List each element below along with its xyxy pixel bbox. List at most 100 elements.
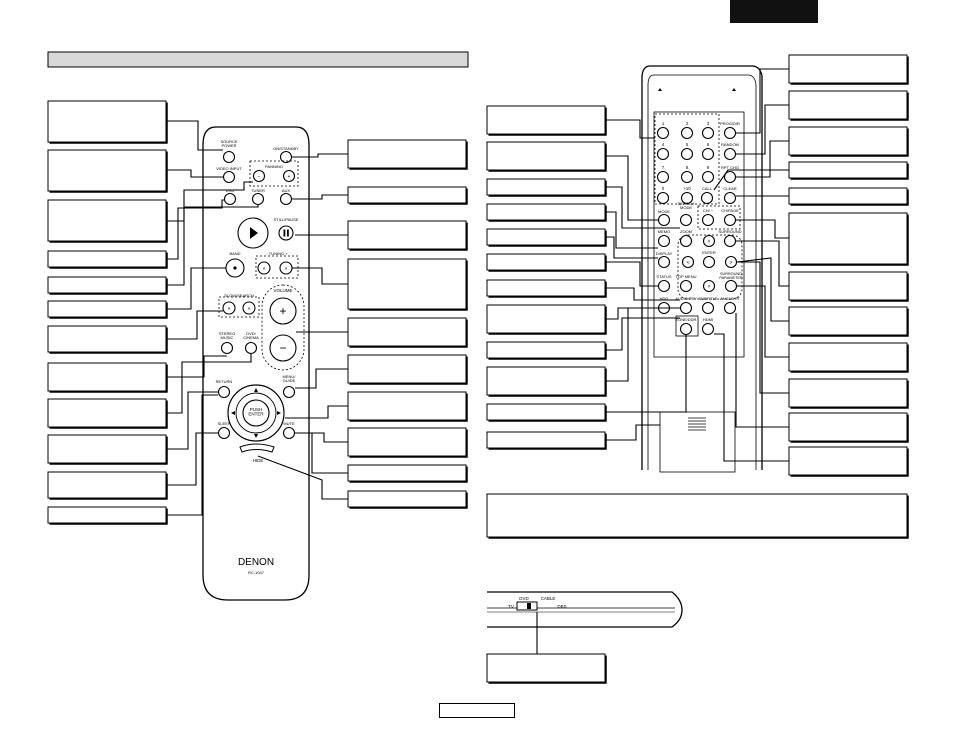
memo-button[interactable] [657,234,671,248]
surround-param-button[interactable] [724,279,738,293]
search-back-button[interactable] [222,301,236,315]
clear-button[interactable] [723,191,737,205]
stereo-music-button[interactable] [220,341,234,355]
subtitle-button[interactable] [701,301,715,315]
leader-line-33 [605,424,660,441]
zone-ddr-button[interactable] [679,322,693,336]
digit-button-8-label: 9 [707,165,710,170]
video-input-button[interactable] [222,170,236,184]
cursor-up-button-label: ˄ [708,239,711,245]
digit-button-4[interactable] [680,147,694,161]
hide-button[interactable] [239,443,275,453]
status-button[interactable] [657,279,671,293]
leader-line-45 [714,333,789,462]
cursor-down-icon [254,434,258,438]
callout-box-13 [347,186,467,204]
digit-button-10-label: +10 [683,186,691,191]
band-dot [233,266,237,270]
random-button[interactable] [723,147,737,161]
tuning-up-button-label: » [285,266,288,272]
hdmi-button[interactable] [701,322,715,336]
dvd-cinema-button-label: CINEMA [243,335,259,340]
search-mode-button[interactable] [679,213,693,227]
digit-button-7[interactable] [680,170,694,184]
stereo-music-button-label: STEREO [219,331,235,336]
still-pause-button[interactable] [278,225,294,241]
brand-logo: DENON [238,557,274,568]
dvd-button[interactable] [223,192,237,206]
dvd-cinema-button[interactable] [244,341,258,355]
angle-rt-button[interactable] [723,301,737,315]
leader-line-9 [166,391,218,450]
digit-button-0[interactable] [656,126,670,140]
digit-button-2[interactable] [701,126,715,140]
leader-line-43 [736,261,789,394]
push-enter-button[interactable] [242,399,270,427]
aux-button[interactable] [279,192,293,206]
volume-box [261,284,305,371]
display-button[interactable] [657,255,671,269]
on-standby-button[interactable] [279,150,293,164]
leader-line-13 [292,194,348,200]
cursor-down-button[interactable] [702,279,716,293]
cursor-left-button[interactable] [681,255,695,269]
source-power-button[interactable] [222,150,236,164]
digit-button-10[interactable] [680,191,694,205]
digit-button-7-label: 8 [686,165,689,170]
digit-button-5[interactable] [701,147,715,161]
volume-up-button[interactable] [269,297,297,325]
model-number: RC-1047 [248,570,265,575]
sleep-button[interactable] [217,426,231,440]
digit-button-3[interactable] [656,147,670,161]
switch-dbs-label: DBS [557,604,566,609]
tuning-down-button[interactable] [257,261,271,275]
volume-down-button[interactable] [269,334,297,362]
dvd-cinema-button-label: DVD/ [246,331,256,336]
tuner-button[interactable] [251,192,265,206]
volume-up-button-label: + [279,304,286,318]
ch-plus-button-label: CH/PAGE [721,208,739,213]
callout-box-12 [347,139,467,169]
search-forward-button[interactable] [242,301,256,315]
callout-box-22 [486,105,606,135]
leader-line-42 [737,285,789,358]
panning-label: PANNING [265,164,283,169]
panning-right-button[interactable] [282,169,296,183]
menu-guide-button[interactable] [282,385,296,399]
ch-minus-button[interactable] [701,213,715,227]
top-menu-button[interactable] [679,279,693,293]
channel-box [697,205,741,230]
mode-button[interactable] [657,213,671,227]
leader-line-8 [166,354,252,414]
callout-box-33 [486,431,606,449]
leader-line-10 [166,432,218,486]
panning-left-button[interactable] [252,169,266,183]
prog-dir-button[interactable] [723,126,737,140]
ch-plus-button[interactable] [723,213,737,227]
digit-button-9[interactable] [656,191,670,205]
cursor-left-icon [231,411,235,415]
leader-line-1 [166,169,223,178]
enter-button[interactable] [702,255,716,269]
call-button[interactable] [700,191,714,205]
surround-button[interactable] [723,234,737,248]
mute-button[interactable] [282,426,296,440]
digit-button-6[interactable] [656,170,670,184]
leader-line-19 [295,432,348,443]
digit-button-5-label: 6 [707,142,710,147]
return-button[interactable] [217,385,231,399]
cursor-up-button[interactable] [702,234,716,248]
pause-icon [283,229,286,237]
switch-dvd-label: DVD [519,596,529,601]
video-input-button-label: VIDEO INPUT [216,166,242,171]
callout-box-23 [486,141,606,171]
digit-button-1[interactable] [680,126,694,140]
audio-pty-button[interactable] [679,301,693,315]
rpt-chg-button[interactable] [723,170,737,184]
digit-button-9-label: 0 [662,186,665,191]
leader-line-34 [736,68,789,134]
on-standby-button-label: ON/STANDBY [273,146,299,151]
digit-button-8[interactable] [701,170,715,184]
